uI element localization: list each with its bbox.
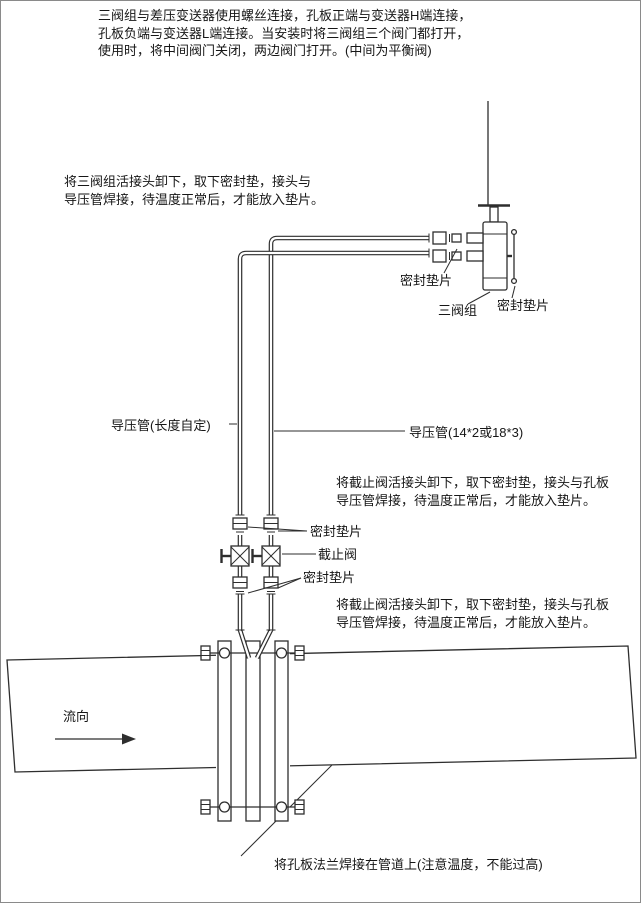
leader-gasket-valve-lower-1: [277, 577, 302, 589]
impulse-pipe-segments: [235, 233, 430, 631]
leader-gasket-manifold-left: [443, 248, 458, 274]
impulse-pipe-right: [268, 235, 429, 515]
manifold-instructions: 将三阀组活接头卸下，取下密封垫，接头与 导压管焊接，待温度正常后，才能放入垫片。: [64, 174, 325, 207]
stop-valve-instructions-upper: 将截止阀活接头卸下，取下密封垫，接头与孔板 导压管焊接，待温度正常后，才能放入垫…: [336, 475, 610, 508]
label-three-valve-manifold: 三阀组: [438, 303, 478, 318]
label-impulse-pipe-right: 导压管(14*2或18*3): [409, 425, 524, 440]
label-impulse-pipe-left: 导压管(长度自定): [111, 418, 211, 433]
leader-lines: [229, 248, 516, 594]
leader-gasket-valve-lower-2: [247, 577, 302, 594]
dp-transmitter-manifold: [432, 101, 518, 291]
label-gasket-manifold-right: 密封垫片: [497, 298, 550, 313]
leader-manifold: [467, 291, 491, 305]
weld-note: 将孔板法兰焊接在管道上(注意温度，不能过高): [274, 857, 543, 872]
stop-valve-right: [251, 517, 281, 592]
leader-gasket-valve-upper-2: [247, 526, 308, 532]
leader-gasket-manifold-right: [511, 285, 516, 299]
stop-valve-left: [220, 517, 250, 592]
process-pipe: [6, 645, 637, 773]
flange-bolt-top: [200, 645, 305, 661]
label-stop-valve: 截止阀: [318, 547, 358, 562]
label-gasket-valve-lower: 密封垫片: [303, 570, 356, 585]
label-gasket-manifold-left: 密封垫片: [400, 273, 453, 288]
label-flow-direction: 流向: [63, 709, 90, 724]
orifice-tap-connections: [237, 628, 274, 660]
orifice-flange: [200, 640, 305, 822]
label-gasket-valve-upper: 密封垫片: [310, 524, 363, 539]
stop-valve-instructions-lower: 将截止阀活接头卸下，取下密封垫，接头与孔板 导压管焊接，待温度正常后，才能放入垫…: [336, 597, 610, 630]
flange-bolt-bottom: [200, 799, 305, 815]
flow-arrow: [55, 733, 136, 745]
impulse-pipe-left: [237, 250, 429, 515]
top-instructions: 三阀组与差压变送器使用螺丝连接，孔板正端与变送器H端连接， 孔板负端与变送器L端…: [98, 8, 472, 58]
